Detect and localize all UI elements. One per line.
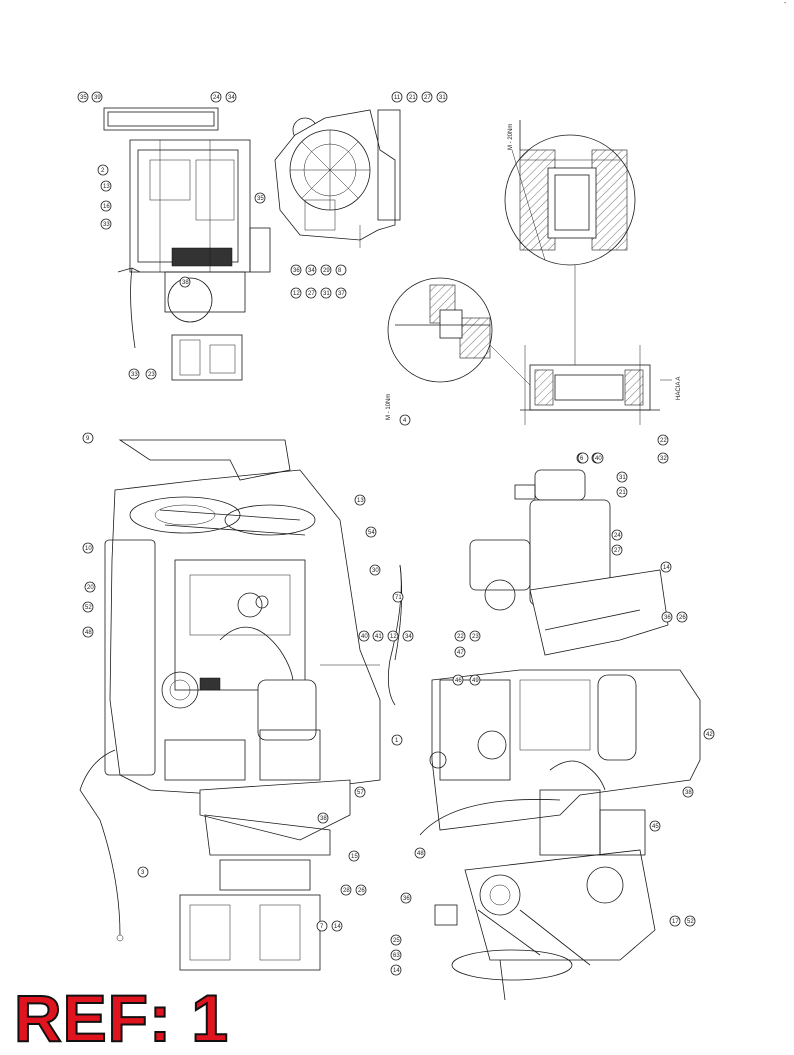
callout-label: 36 <box>403 896 410 902</box>
section-detail-upper <box>504 120 636 266</box>
callout-label: 32 <box>660 456 667 462</box>
callout-label: 21 <box>619 490 626 496</box>
callout-label: 45 <box>652 824 659 830</box>
engine-view-large-left <box>79 439 402 971</box>
callout-label: 12 <box>390 634 397 640</box>
callout-label: 49 <box>472 678 479 684</box>
callout-label: 47 <box>457 650 464 656</box>
callout-label: 22 <box>457 634 464 640</box>
callout-label: 9 <box>86 436 90 442</box>
callout-label: 3 <box>141 870 145 876</box>
callout-label: 52 <box>687 919 694 925</box>
reference-label: REF: 1 <box>13 981 230 1055</box>
callout-label: 37 <box>338 291 345 297</box>
callout-label: 29 <box>323 268 330 274</box>
callout-label: 15 <box>351 854 358 860</box>
callout-label: 13 <box>357 498 364 504</box>
callout-label: 34 <box>228 95 235 101</box>
callout-label: 27 <box>308 291 315 297</box>
callout-label: 26 <box>679 615 686 621</box>
callout-label: 27 <box>424 95 431 101</box>
callout-label: 4 <box>403 418 407 424</box>
engine-view-top-middle <box>274 109 401 248</box>
callout-label: 20 <box>87 585 94 591</box>
callout-label: 23 <box>472 634 479 640</box>
callout-label: 36 <box>664 615 671 621</box>
callout-label: 10 <box>85 546 92 552</box>
callout-label: 14 <box>393 968 400 974</box>
callout-label: 46 <box>455 678 462 684</box>
callout-label: 48 <box>85 630 92 636</box>
callout-label: 41 <box>375 634 382 640</box>
callouts-view-large-right: 6 40 31 21 24 27 14 36 26 71 22 23 47 42… <box>390 452 715 976</box>
callout-label: 11 <box>394 95 401 101</box>
callout-label: 71 <box>395 595 402 601</box>
callout-label: 36 <box>293 268 300 274</box>
callout-label: 31 <box>439 95 446 101</box>
callout-label: 38 <box>685 790 692 796</box>
section-assembly <box>489 265 672 425</box>
callouts-view-large-left: 9 13 54 30 10 20 52 48 1 40 41 57 12 34 … <box>82 432 414 932</box>
callout-label: 13 <box>103 184 110 190</box>
callout-label: 6 <box>580 456 584 462</box>
callout-label: 28 <box>343 888 350 894</box>
callout-label: 35 <box>80 95 87 101</box>
callout-label: 48 <box>417 851 424 857</box>
callout-label: 33 <box>103 222 110 228</box>
callout-label: 22 <box>660 438 667 444</box>
callout-label: 14 <box>334 924 341 930</box>
callout-label: 24 <box>213 95 220 101</box>
section-detail-lower <box>387 277 493 383</box>
callout-label: 12 <box>293 291 300 297</box>
callout-label: 27 <box>614 548 621 554</box>
callout-label: 23 <box>148 372 155 378</box>
callout-label: 38 <box>320 816 327 822</box>
callout-label: 34 <box>308 268 315 274</box>
callout-label: 1 <box>395 738 399 744</box>
callout-label: 7 <box>320 924 324 930</box>
torque-note-lower: M - 10Nm <box>386 394 392 420</box>
callouts-section-details: 5 42 4 32 22 <box>399 414 669 464</box>
callout-label: 30 <box>372 568 379 574</box>
callout-label: 26 <box>358 888 365 894</box>
engine-view-top-left <box>103 107 271 381</box>
callouts-view-top-middle: 11 21 27 31 36 34 29 8 12 27 31 37 <box>290 91 448 299</box>
callout-label: 52 <box>85 605 92 611</box>
callout-label: 34 <box>405 634 412 640</box>
callout-label: 40 <box>595 456 602 462</box>
direction-note: HACIA A <box>676 377 682 400</box>
callout-label: 38 <box>182 280 189 286</box>
callout-label: 35 <box>257 196 264 202</box>
torque-note-upper: M - 20Nm <box>508 124 514 150</box>
callout-label: 31 <box>323 291 330 297</box>
callout-label: 21 <box>409 95 416 101</box>
callout-label: 2 <box>101 168 105 174</box>
callout-label: 24 <box>614 533 621 539</box>
callout-label: 40 <box>361 634 368 640</box>
callout-label: 8 <box>338 268 342 274</box>
corner-mark: - <box>784 0 787 7</box>
callout-label: 17 <box>672 919 679 925</box>
callout-label: 14 <box>663 565 670 571</box>
callout-label: 33 <box>131 372 138 378</box>
callout-label: 54 <box>368 530 375 536</box>
callout-label: 16 <box>103 204 110 210</box>
callout-label: 39 <box>94 95 101 101</box>
callout-label: 25 <box>393 938 400 944</box>
callouts-view-top-left: 35 39 24 34 2 13 16 33 35 38 33 23 <box>77 91 266 380</box>
engine-view-large-right <box>394 469 701 1001</box>
callout-label: 57 <box>357 790 364 796</box>
callout-label: 42 <box>706 732 713 738</box>
callout-label: 31 <box>619 475 626 481</box>
callout-label: 63 <box>393 953 400 959</box>
